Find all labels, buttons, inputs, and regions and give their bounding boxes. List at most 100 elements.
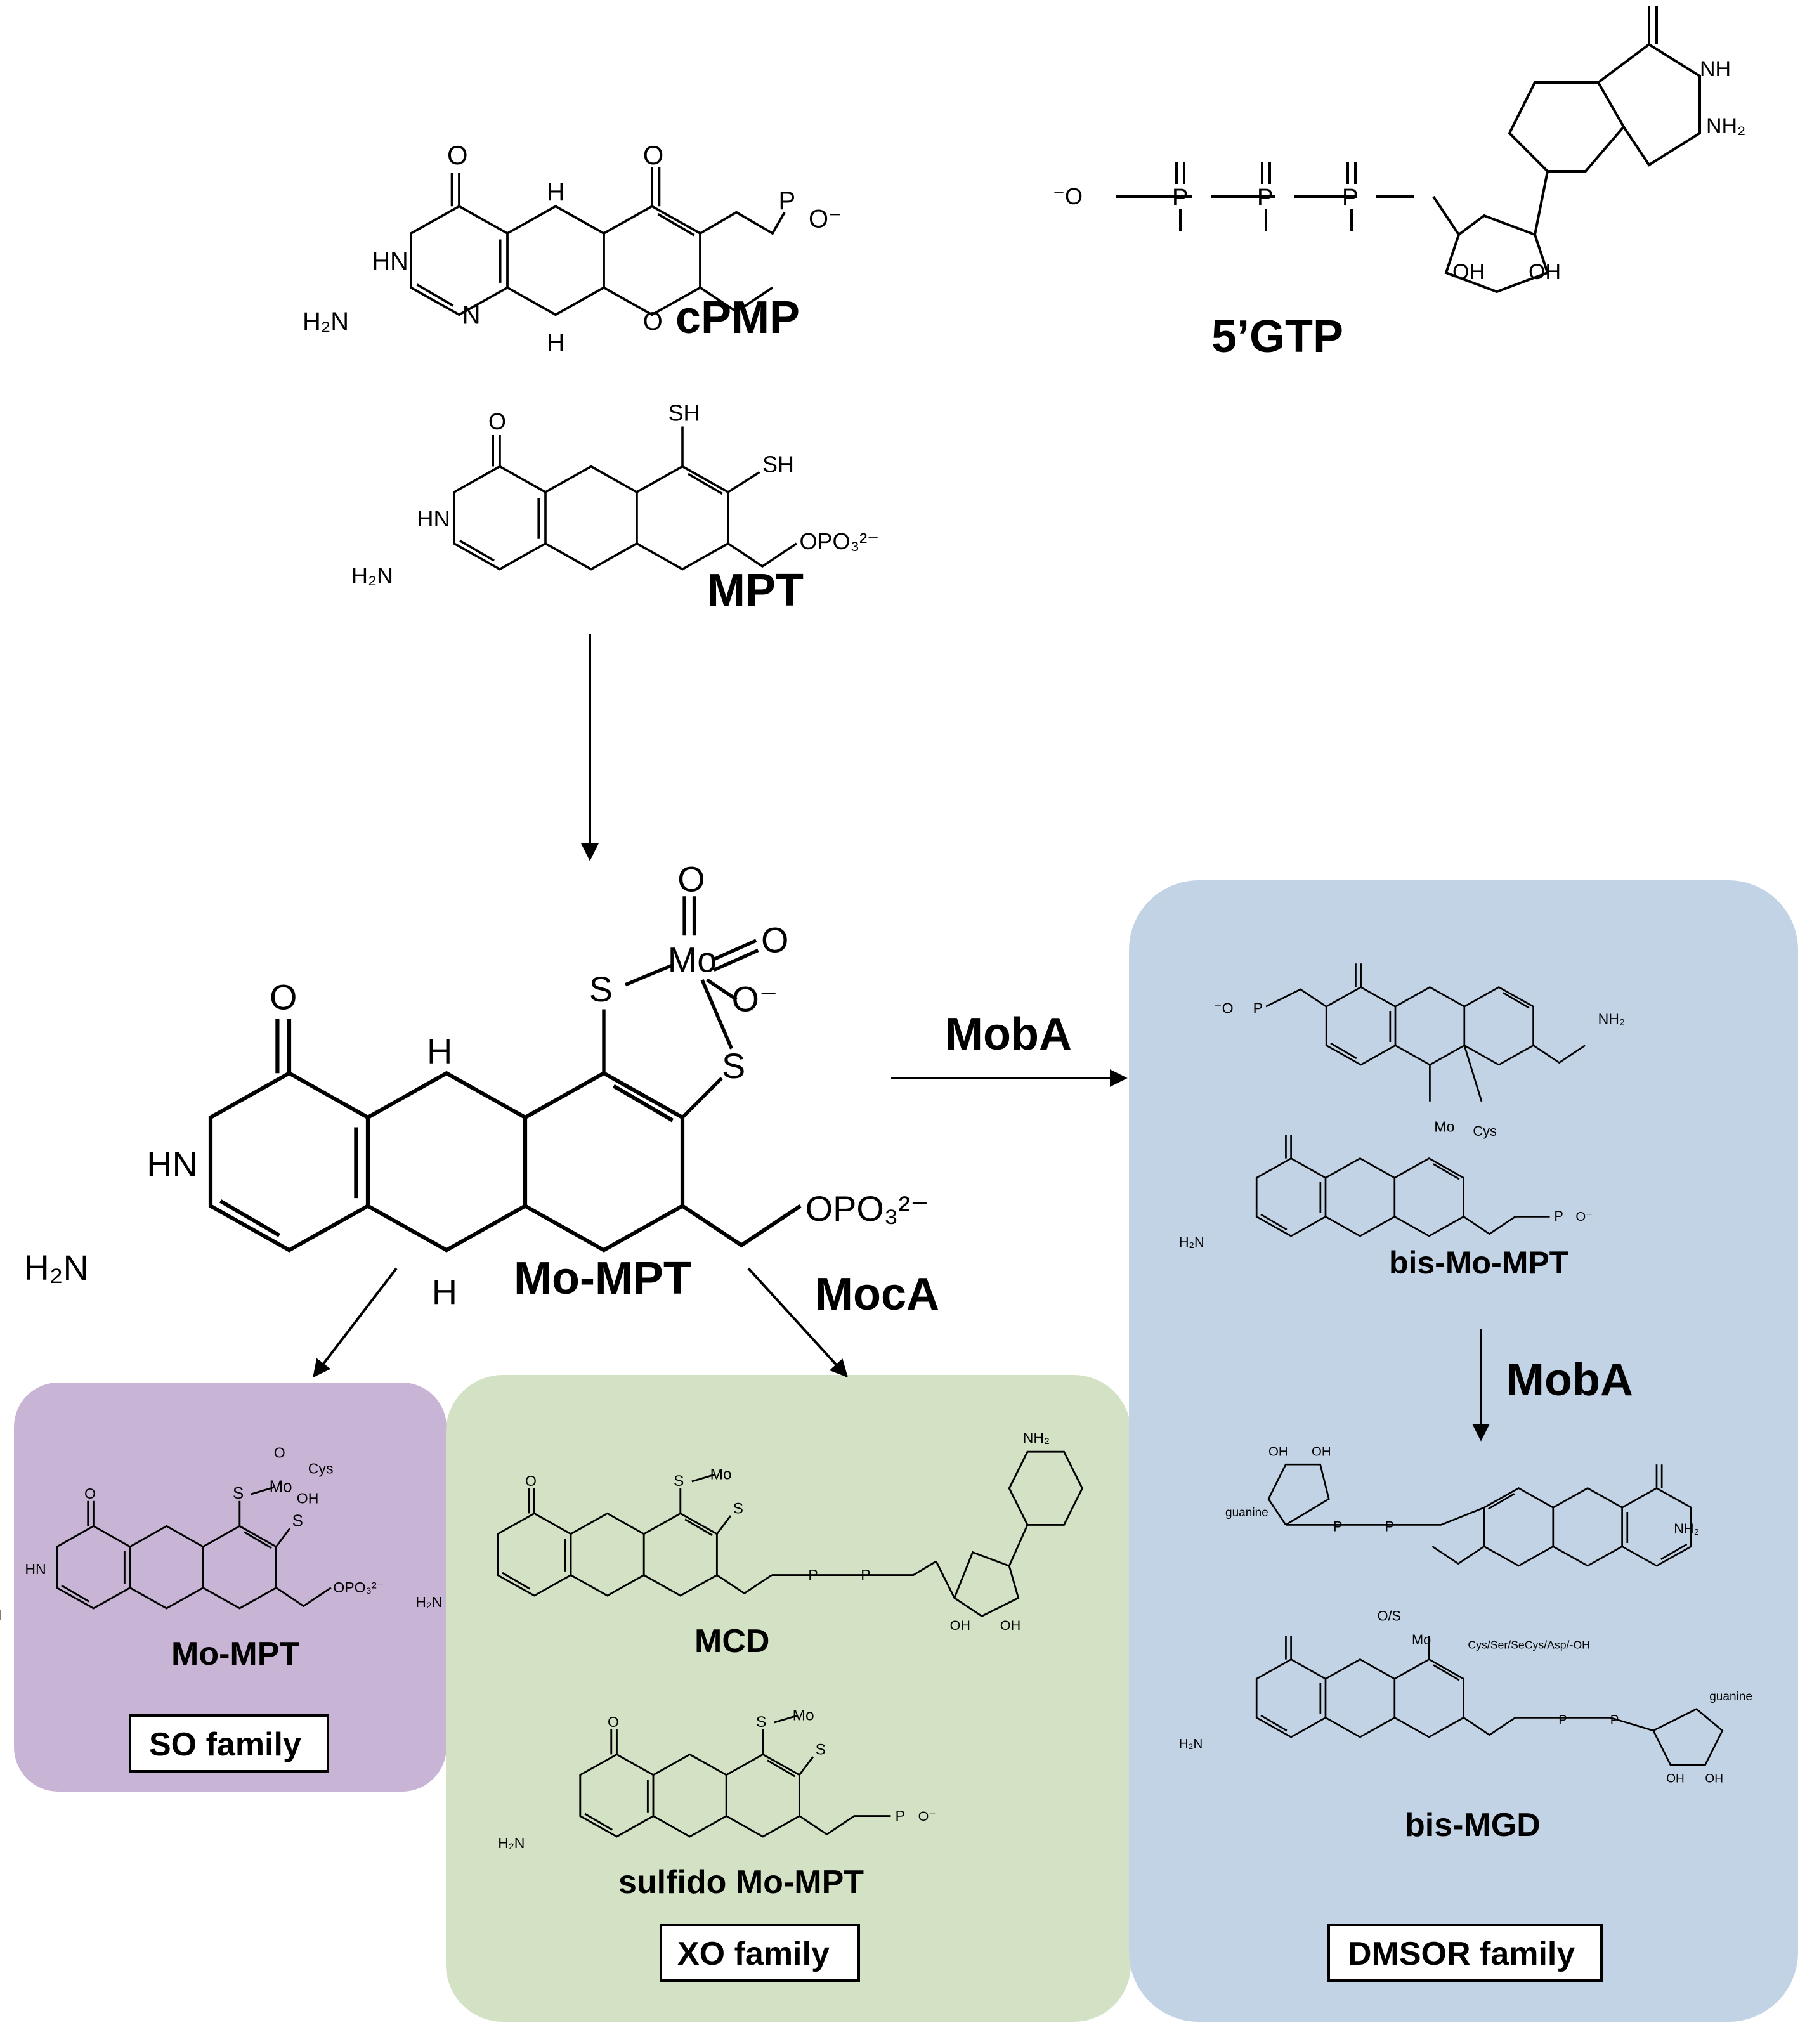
atom-label: O⁻ bbox=[918, 1808, 936, 1824]
atom-label: S bbox=[733, 1500, 743, 1517]
arrow-to-xo bbox=[747, 1267, 848, 1378]
mcd-structure: S Mo S P P NH₂ OH OH O H₂N bbox=[415, 1429, 1084, 1633]
atom-label: HN bbox=[25, 1561, 46, 1577]
atom-label: S bbox=[674, 1473, 684, 1490]
atom-label: O bbox=[270, 977, 297, 1017]
gtp-structure: ⁻O P P P OH OH NH₂ NH bbox=[1053, 6, 1745, 294]
atom-label: H bbox=[547, 329, 565, 356]
mcd-label: MCD bbox=[694, 1623, 769, 1660]
atom-label: Mo bbox=[710, 1466, 732, 1483]
cpmp-label: cPMP bbox=[675, 292, 800, 343]
atom-label: OPO₃²⁻ bbox=[800, 528, 880, 554]
so-family-label: SO family bbox=[149, 1726, 301, 1763]
atom-label: OH bbox=[1000, 1617, 1020, 1633]
atom-label: H₂N bbox=[303, 308, 349, 335]
atom-label: O bbox=[761, 920, 788, 960]
atom-label: OH bbox=[1705, 1772, 1723, 1785]
moba-label-1: MobA bbox=[945, 1009, 1072, 1060]
bis-mo-mpt-lower-structure: P O⁻ H₂N bbox=[1179, 1133, 1593, 1250]
mo-mpt-central-structure: S Mo S O O O⁻ OPO₃²⁻ O HN H₂N H H bbox=[23, 859, 929, 1312]
so-family-panel bbox=[14, 1383, 447, 1792]
atom-label: H₂N bbox=[498, 1835, 525, 1851]
atom-label: OPO₃²⁻ bbox=[333, 1579, 384, 1596]
mo-mpt-center-label: Mo-MPT bbox=[514, 1253, 691, 1304]
atom-label: S bbox=[816, 1741, 826, 1758]
atom-label: guanine bbox=[1709, 1690, 1752, 1703]
atom-label: O bbox=[643, 140, 664, 170]
atom-label: O bbox=[447, 140, 468, 170]
atom-label: ⁻O bbox=[1214, 999, 1233, 1016]
bis-mgd-upper-structure: P P guanine OH OH NH₂ bbox=[1225, 1445, 1699, 1567]
atom-label: P bbox=[1554, 1208, 1563, 1224]
atom-label: Mo bbox=[793, 1707, 814, 1724]
atom-label: NH bbox=[1700, 57, 1731, 81]
atom-label: P bbox=[808, 1566, 818, 1583]
xo-family-label: XO family bbox=[677, 1936, 830, 1972]
sulfido-mo-mpt-structure: S Mo S P O⁻ O H₂N bbox=[498, 1707, 936, 1851]
cpmp-structure: O O HN H N H O H₂N P O⁻ bbox=[303, 140, 842, 357]
atom-label: O⁻ bbox=[809, 205, 842, 233]
arrow-to-so bbox=[313, 1267, 398, 1378]
atom-label: HN bbox=[417, 505, 450, 531]
atom-label: O⁻ bbox=[1575, 1210, 1593, 1224]
atom-label: P bbox=[1385, 1519, 1395, 1535]
xo-family-badge bbox=[660, 1924, 860, 1982]
atom-label: Mo bbox=[1412, 1632, 1431, 1648]
atom-label: NH₂ bbox=[1674, 1521, 1699, 1537]
atom-label: H bbox=[547, 178, 565, 206]
atom-label: OH bbox=[1312, 1445, 1331, 1459]
atom-label: S bbox=[722, 1046, 745, 1086]
atom-label: HN bbox=[372, 247, 408, 275]
atom-label: P bbox=[1333, 1519, 1343, 1535]
atom-label: O bbox=[488, 408, 506, 434]
atom-label: P bbox=[779, 187, 796, 215]
atom-label: H bbox=[427, 1031, 452, 1071]
atom-label: OH bbox=[1666, 1772, 1685, 1785]
atom-label: Cys bbox=[308, 1461, 334, 1477]
dmsor-family-label: DMSOR family bbox=[1348, 1936, 1575, 1972]
sulfido-mo-mpt-label: sulfido Mo-MPT bbox=[618, 1864, 864, 1901]
atom-label: P bbox=[1558, 1714, 1567, 1728]
atom-label: S bbox=[292, 1512, 303, 1530]
atom-label: SH bbox=[762, 452, 794, 478]
atom-label: H₂N bbox=[1179, 1737, 1203, 1751]
atom-label: NH₂ bbox=[1598, 1010, 1625, 1027]
atom-label: H₂N bbox=[415, 1594, 442, 1610]
atom-label: P bbox=[1342, 185, 1358, 211]
atom-label: P bbox=[1257, 185, 1273, 211]
so-mo-mpt-structure: S Mo S O Cys OH OPO₃²⁻ O HN H₂N bbox=[0, 1444, 384, 1623]
atom-label: O bbox=[608, 1714, 619, 1730]
atom-label: O bbox=[677, 859, 705, 899]
dmsor-family-badge bbox=[1327, 1924, 1603, 1982]
atom-label: S bbox=[233, 1485, 244, 1502]
atom-label: H₂N bbox=[23, 1247, 88, 1287]
atom-label: O bbox=[274, 1444, 285, 1461]
atom-label: P bbox=[896, 1807, 905, 1824]
atom-label: P bbox=[1253, 999, 1263, 1016]
atom-label: S bbox=[589, 969, 613, 1009]
mpt-structure: SH SH OPO₃²⁻ O HN H₂N bbox=[351, 400, 879, 589]
atom-label: Cys bbox=[1473, 1123, 1497, 1139]
atom-label: O/S bbox=[1378, 1608, 1401, 1624]
atom-label: OPO₃²⁻ bbox=[805, 1188, 929, 1228]
gtp-label: 5’GTP bbox=[1211, 311, 1343, 362]
atom-label: H₂N bbox=[1179, 1234, 1204, 1250]
atom-label: Mo bbox=[270, 1478, 292, 1495]
atom-label: H bbox=[432, 1272, 457, 1312]
atom-label: SH bbox=[668, 400, 700, 426]
atom-label: OH bbox=[1268, 1445, 1288, 1459]
atom-label: P bbox=[1610, 1714, 1619, 1728]
atom-label: OH bbox=[297, 1490, 319, 1506]
bis-mgd-lower-structure: O/S Mo Cys/Ser/SeCys/Asp/-OH P P guanine… bbox=[1179, 1608, 1752, 1785]
atom-label: Mo bbox=[668, 940, 717, 980]
atom-label: Cys/Ser/SeCys/Asp/-OH bbox=[1468, 1639, 1589, 1651]
xo-family-panel bbox=[446, 1375, 1131, 2022]
atom-label: OH bbox=[1452, 260, 1485, 284]
dmsor-family-panel bbox=[1129, 880, 1798, 2022]
atom-label: HN bbox=[147, 1144, 198, 1184]
atom-label: P bbox=[861, 1566, 870, 1583]
atom-label: ⁻O bbox=[1053, 183, 1083, 209]
atom-label: H₂N bbox=[351, 563, 393, 589]
atom-label: S bbox=[756, 1714, 766, 1731]
